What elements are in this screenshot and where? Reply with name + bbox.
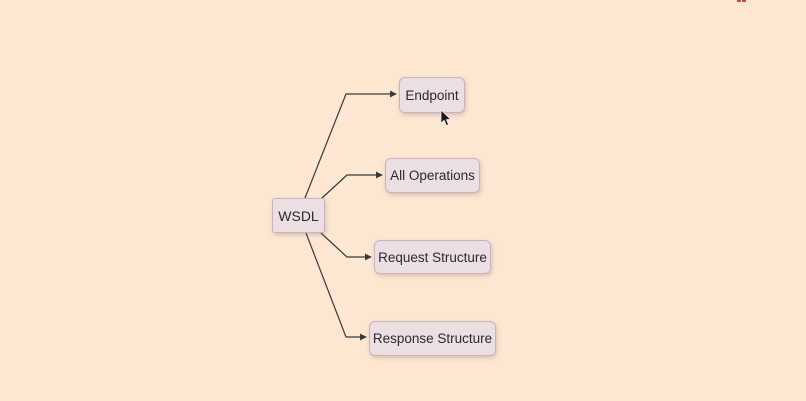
node-request-structure-label: Request Structure: [378, 249, 487, 265]
connector-wsdl-response-structure: [305, 232, 362, 338]
node-endpoint[interactable]: Endpoint: [399, 77, 465, 113]
node-wsdl[interactable]: WSDL: [272, 198, 325, 233]
node-wsdl-label: WSDL: [278, 207, 319, 224]
top-edge-mark: [742, 0, 746, 2]
arrowhead-request-structure: [365, 253, 372, 261]
node-response-structure[interactable]: Response Structure: [369, 321, 496, 356]
node-endpoint-label: Endpoint: [405, 87, 459, 103]
node-all-operations[interactable]: All Operations: [385, 158, 480, 193]
connector-wsdl-all-operations: [321, 174, 378, 199]
top-edge-mark: [737, 0, 741, 2]
node-request-structure[interactable]: Request Structure: [374, 240, 491, 274]
arrowhead-all-operations: [376, 171, 383, 179]
node-response-structure-label: Response Structure: [372, 331, 493, 346]
connector-wsdl-request-structure: [320, 232, 367, 258]
node-all-operations-label: All Operations: [390, 168, 475, 183]
connector-wsdl-endpoint: [304, 93, 392, 199]
arrowhead-endpoint: [390, 90, 397, 98]
arrowhead-response-structure: [360, 333, 367, 341]
